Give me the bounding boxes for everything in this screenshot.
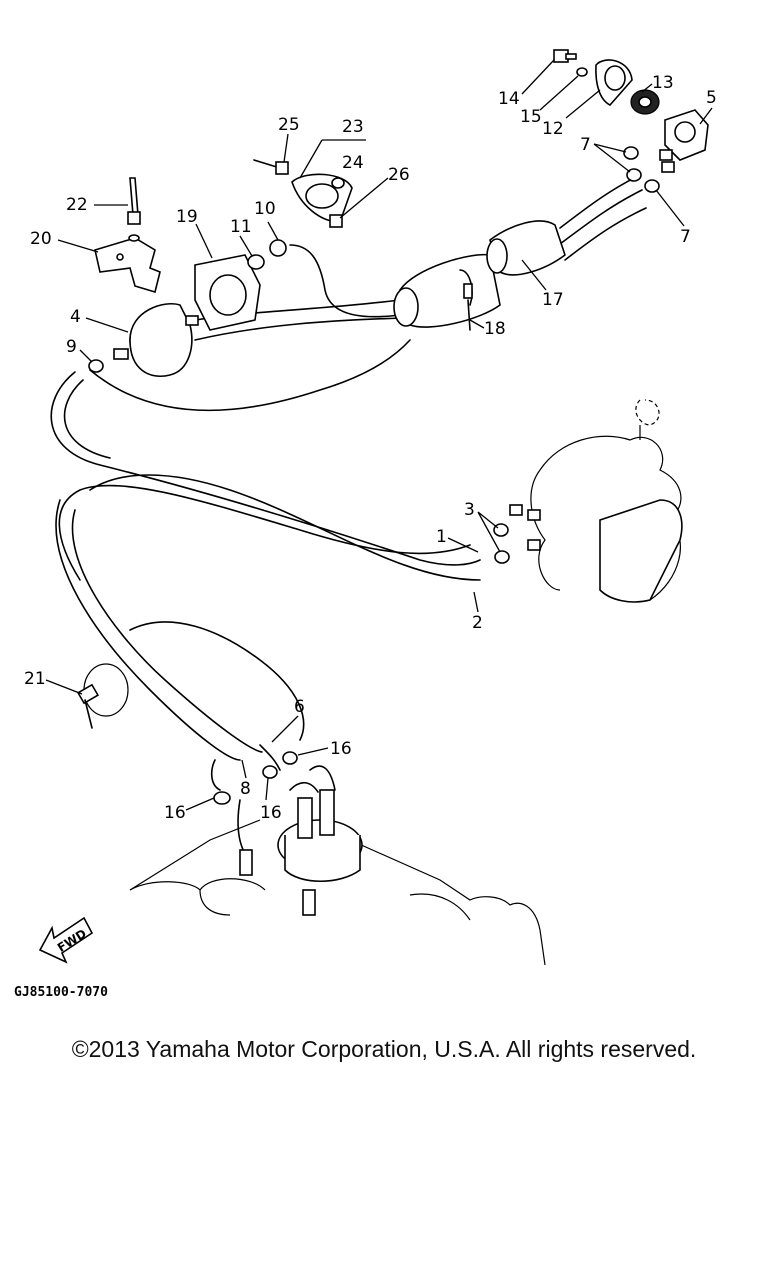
callout-16c: 16 bbox=[164, 803, 186, 823]
callout-6: 6 bbox=[294, 697, 305, 717]
part-5-fuel-cock bbox=[659, 109, 709, 173]
callout-18: 18 bbox=[484, 319, 506, 339]
copyright-text: ©2013 Yamaha Motor Corporation, U.S.A. A… bbox=[71, 1036, 697, 1062]
callout-4: 4 bbox=[70, 307, 81, 327]
callout-10: 10 bbox=[254, 199, 276, 219]
callout-9: 9 bbox=[66, 337, 77, 357]
part-12-knob bbox=[595, 59, 633, 106]
part-20-plate bbox=[94, 237, 161, 294]
callout-12: 12 bbox=[542, 119, 564, 139]
part-17-separator bbox=[393, 220, 566, 328]
callout-13: 13 bbox=[652, 73, 674, 93]
part-4-fuel-filter bbox=[113, 303, 199, 377]
part-24-washer bbox=[331, 177, 345, 189]
callout-17: 17 bbox=[542, 290, 564, 310]
callout-11: 11 bbox=[230, 217, 252, 237]
part-18-strap bbox=[459, 269, 473, 331]
part-19-bracket bbox=[194, 254, 261, 331]
callout-3: 3 bbox=[464, 500, 475, 520]
fuel-sender-unit bbox=[239, 765, 363, 916]
main-hoses bbox=[50, 174, 647, 861]
parts-diagram: 1 2 3 4 5 6 7 7 8 9 10 11 12 13 14 15 16… bbox=[14, 49, 717, 1000]
fuel-tank-outline bbox=[129, 819, 546, 966]
fwd-arrow: FWD bbox=[38, 916, 94, 964]
callout-19: 19 bbox=[176, 207, 198, 227]
callout-22: 22 bbox=[66, 195, 88, 215]
callout-25: 25 bbox=[278, 115, 300, 135]
part-25-screw bbox=[253, 159, 289, 175]
engine-outline bbox=[509, 399, 683, 603]
part-22-bolt bbox=[127, 177, 141, 242]
part-15-washer bbox=[576, 67, 588, 77]
callout-7b: 7 bbox=[680, 227, 691, 247]
callout-16a: 16 bbox=[330, 739, 352, 759]
callout-7a: 7 bbox=[580, 135, 591, 155]
callout-21: 21 bbox=[24, 669, 46, 689]
part-26-bolt bbox=[329, 214, 343, 228]
callout-1: 1 bbox=[436, 527, 447, 547]
callout-20: 20 bbox=[30, 229, 52, 249]
callout-23: 23 bbox=[342, 117, 364, 137]
callout-16b: 16 bbox=[260, 803, 282, 823]
callout-5: 5 bbox=[706, 88, 717, 108]
callout-2: 2 bbox=[472, 613, 483, 633]
hose-clips bbox=[88, 146, 660, 805]
part-21-cable-tie bbox=[76, 663, 129, 729]
callout-14: 14 bbox=[498, 89, 520, 109]
callouts: 1 2 3 4 5 6 7 7 8 9 10 11 12 13 14 15 16… bbox=[24, 59, 717, 823]
part-14-screw bbox=[553, 49, 577, 63]
drawing-code: GJ85100-7070 bbox=[14, 985, 108, 1000]
callout-8: 8 bbox=[240, 779, 251, 799]
callout-24: 24 bbox=[342, 153, 364, 173]
part-13-nut bbox=[630, 89, 660, 115]
callout-15: 15 bbox=[520, 107, 542, 127]
callout-26: 26 bbox=[388, 165, 410, 185]
